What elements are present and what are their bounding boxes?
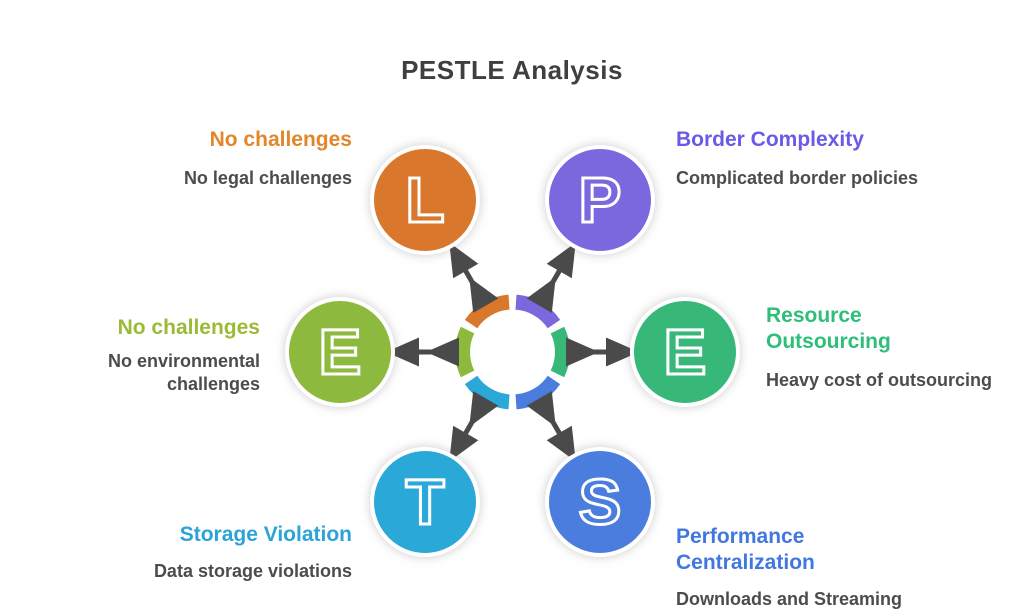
arrow-political xyxy=(526,242,576,313)
social-heading: Performance Centralization xyxy=(676,525,815,575)
letter-e-icon: E xyxy=(662,315,708,390)
technological-subtext: Data storage violations xyxy=(153,561,352,582)
circle-economic: E xyxy=(630,297,740,407)
letter-p-icon: P xyxy=(577,163,623,238)
circle-social: S xyxy=(545,447,655,557)
environmental-subtext: No environmental challenges xyxy=(107,351,260,395)
technological-heading: Storage Violation xyxy=(179,523,352,546)
legal-subtext: No legal challenges xyxy=(183,168,352,189)
svg-text:E: E xyxy=(319,316,362,388)
hub-segment-economic xyxy=(550,326,570,378)
label-social: Performance Centralization Downloads and… xyxy=(676,524,903,611)
legal-heading: No challenges xyxy=(209,128,352,151)
letter-l-icon: L xyxy=(404,163,446,238)
economic-subtext: Heavy cost of outsourcing xyxy=(766,370,993,391)
social-subtext: Downloads and Streaming xyxy=(676,589,903,610)
svg-text:L: L xyxy=(405,164,444,236)
label-political: Border Complexity Complicated border pol… xyxy=(676,127,936,190)
arrow-technological xyxy=(449,391,499,462)
hub-segment-technological xyxy=(464,375,510,410)
letter-e2-icon: E xyxy=(317,315,363,390)
svg-text:E: E xyxy=(664,316,707,388)
political-subtext: Complicated border policies xyxy=(676,168,919,189)
label-legal: No challenges No legal challenges xyxy=(112,127,352,190)
political-heading: Border Complexity xyxy=(676,128,864,151)
environmental-heading: No challenges xyxy=(117,316,260,339)
circle-political: P xyxy=(545,145,655,255)
arrow-social xyxy=(526,391,576,462)
circle-environmental: E xyxy=(285,297,395,407)
page-title: PESTLE Analysis xyxy=(401,55,623,85)
hub-segment-legal xyxy=(464,294,510,329)
hub-segment-political xyxy=(515,294,561,329)
circle-legal: L xyxy=(370,145,480,255)
economic-heading: Resource Outsourcing xyxy=(766,304,891,354)
hub-segment-social xyxy=(515,375,561,410)
circle-technological: T xyxy=(370,447,480,557)
label-environmental: No challenges No environmental challenge… xyxy=(90,315,260,397)
letter-t-icon: T xyxy=(404,465,446,540)
svg-text:S: S xyxy=(579,466,622,538)
label-technological: Storage Violation Data storage violation… xyxy=(112,522,352,583)
svg-text:T: T xyxy=(405,466,444,538)
letter-s-icon: S xyxy=(577,465,623,540)
hub-segment-environmental xyxy=(455,326,475,378)
label-economic: Resource Outsourcing Heavy cost of outso… xyxy=(766,303,993,392)
arrow-legal xyxy=(449,242,499,313)
svg-text:P: P xyxy=(579,164,622,236)
